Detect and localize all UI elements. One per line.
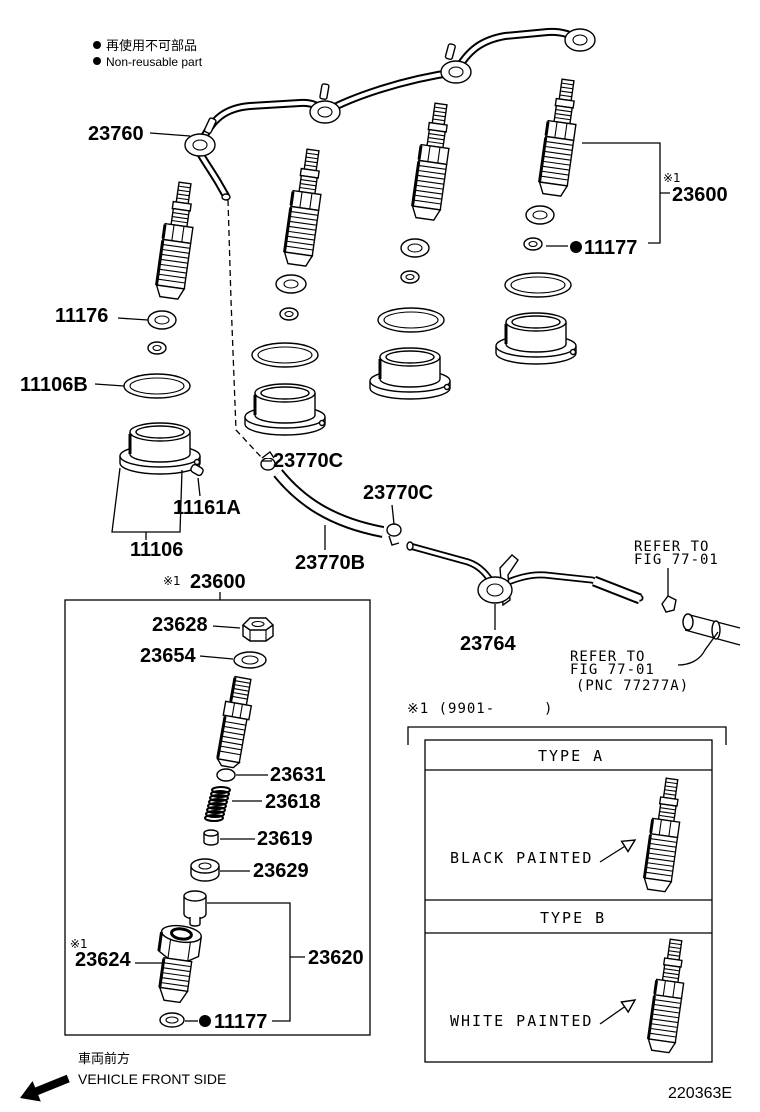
- footer: 車両前方 VEHICLE FRONT SIDE 220363E: [20, 1051, 732, 1102]
- nozzle-seat-2: [243, 382, 327, 437]
- part-23629: [190, 858, 220, 882]
- reference-lower: REFER TO FIG 77-01 (PNC 77277A): [570, 649, 689, 694]
- external-hose-connection: [661, 595, 741, 646]
- callout-23628: 23628: [152, 614, 208, 636]
- types-header: ※1 (9901-: [407, 701, 495, 717]
- reference-lower-line-2: FIG 77-01: [570, 662, 655, 678]
- callout-23764: 23764: [460, 633, 516, 655]
- callout-23770C-right: 23770C: [363, 482, 433, 504]
- callout-11161A: 11161A: [173, 497, 241, 519]
- assembly-part-no: 23600: [190, 571, 246, 593]
- legend-jp: 再使用不可部品: [106, 38, 197, 54]
- callout-23620: 23620: [308, 947, 364, 969]
- retaining-nut-23624: [157, 924, 202, 1004]
- callout-23600-mark: ※1: [663, 171, 681, 185]
- part-23619: [203, 829, 219, 846]
- injector-3-parts: [368, 238, 452, 401]
- spring-23618: [204, 786, 231, 822]
- direction-jp: 車両前方: [78, 1051, 130, 1067]
- nozzle-assembly-box: ※1 23600: [64, 571, 371, 1036]
- type-b-injector: [645, 936, 691, 1055]
- legend-en: Non-reusable part: [106, 55, 203, 69]
- callout-23619: 23619: [257, 828, 313, 850]
- injector-1: [153, 179, 201, 302]
- pin-11161A: [190, 463, 204, 477]
- nozzle-23620: [183, 890, 207, 927]
- callout-23600: 23600: [672, 184, 728, 206]
- callout-11177-top: 11177: [584, 237, 637, 259]
- injector-1-parts: [118, 310, 204, 477]
- nozzle-seat-1: [118, 421, 202, 476]
- non-reusable-dot-icon: [199, 1015, 211, 1027]
- part-23631: [216, 768, 236, 782]
- type-a-injector: [641, 775, 687, 894]
- drawing-code: 220363E: [668, 1085, 732, 1102]
- reference-upper-line-1: REFER TO: [634, 539, 709, 555]
- injector-2-parts: [243, 274, 327, 437]
- types-header-close: ): [544, 701, 553, 717]
- pipe-23764: [406, 541, 644, 607]
- nozzle-seat-4: [494, 311, 578, 366]
- callout-23629: 23629: [253, 860, 309, 882]
- injector-3: [409, 100, 457, 223]
- callout-11177-box: 11177: [214, 1011, 267, 1033]
- reference-upper-line-2: FIG 77-01: [634, 552, 719, 568]
- callout-23631: 23631: [270, 764, 326, 786]
- callout-11106B: 11106B: [20, 374, 88, 396]
- nozzle-seat-3: [368, 346, 452, 401]
- type-a-arrow-icon: [599, 839, 637, 863]
- type-a-note: BLACK PAINTED: [450, 849, 593, 867]
- callout-23618: 23618: [265, 791, 321, 813]
- type-b-title: TYPE B: [540, 909, 606, 927]
- callout-23770C-left: 23770C: [273, 450, 343, 472]
- callout-23624-mark: ※1: [70, 937, 88, 951]
- type-a-title: TYPE A: [538, 747, 604, 765]
- type-b-arrow-icon: [599, 999, 637, 1025]
- reference-lower-line-3: (PNC 77277A): [576, 678, 689, 694]
- assembly-mark: ※1: [163, 574, 181, 588]
- non-reusable-dot-icon: [570, 241, 582, 253]
- washer-23654: [233, 651, 267, 669]
- callout-11106: 11106: [130, 539, 183, 561]
- vehicle-front-arrow-icon: [20, 1074, 70, 1102]
- direction-en: VEHICLE FRONT SIDE: [78, 1071, 226, 1087]
- leader-lines-upper: [94, 132, 719, 666]
- reference-lower-line-1: REFER TO: [570, 649, 645, 665]
- callout-11176: 11176: [55, 305, 108, 327]
- callout-23624: 23624: [75, 949, 131, 971]
- injector-4-parts: [494, 205, 578, 366]
- types-panel: ※1 (9901- ) TYPE A BLACK PAINTED TYPE B …: [407, 701, 727, 1063]
- leakage-line: [227, 199, 402, 546]
- hose-23770B: [273, 469, 385, 538]
- clip-23770C-right: [386, 523, 402, 546]
- fuel-pipe-23760: [184, 27, 596, 201]
- reference-upper: REFER TO FIG 77-01: [634, 539, 719, 568]
- callout-23760: 23760: [88, 123, 144, 145]
- injector-4: [536, 76, 584, 199]
- legend: 再使用不可部品 Non-reusable part: [93, 38, 203, 69]
- washer-11177: [159, 1012, 185, 1028]
- nozzle-holder-body: [216, 675, 253, 769]
- non-reusable-dot-icon: [93, 57, 101, 65]
- nut-23628: [241, 617, 275, 642]
- injector-2: [281, 146, 329, 269]
- type-b-note: WHITE PAINTED: [450, 1012, 593, 1030]
- non-reusable-dot-icon: [93, 41, 101, 49]
- callout-23654: 23654: [140, 645, 196, 667]
- callout-23770B: 23770B: [295, 552, 365, 574]
